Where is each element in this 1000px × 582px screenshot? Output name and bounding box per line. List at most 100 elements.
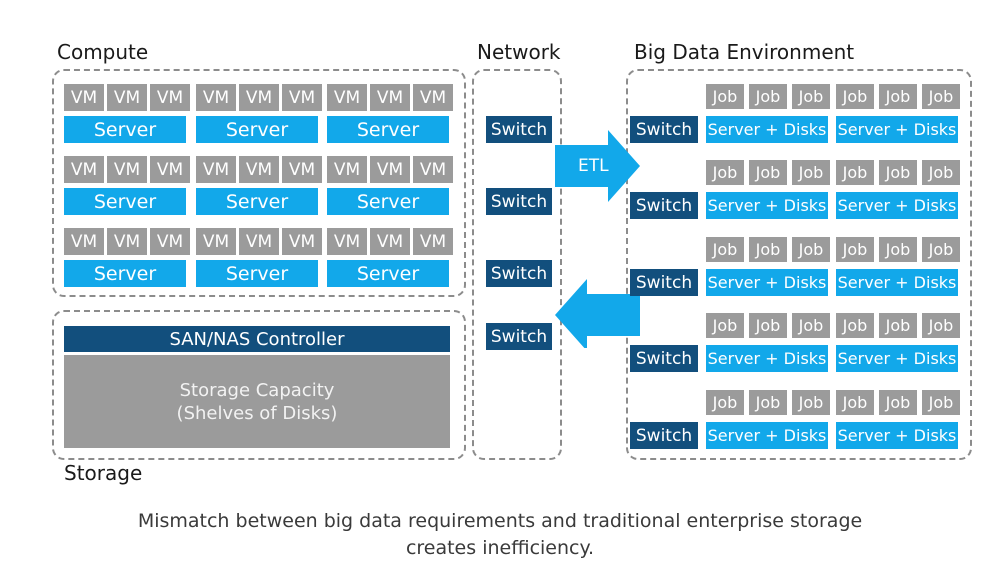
etl-arrow-right: [555, 130, 640, 202]
server-box: Server: [64, 260, 186, 287]
big-data-switch: Switch: [630, 116, 698, 143]
job-box: Job: [922, 313, 960, 338]
job-box: Job: [922, 390, 960, 415]
server-disks-box: Server + Disks: [836, 116, 958, 143]
vm-box: VM: [370, 84, 410, 111]
caption-line1: Mismatch between big data requirements a…: [137, 510, 863, 532]
vm-box: VM: [327, 84, 367, 111]
job-box: Job: [792, 160, 830, 185]
job-box: Job: [922, 84, 960, 109]
vm-box: VM: [282, 228, 322, 255]
network-switch-1: Switch: [486, 116, 552, 143]
network-switch-3: Switch: [486, 260, 552, 287]
server-disks-box: Server + Disks: [836, 269, 958, 296]
server-disks-box: Server + Disks: [706, 422, 828, 449]
vm-box: VM: [107, 84, 147, 111]
vm-box: VM: [196, 84, 236, 111]
vm-box: VM: [150, 156, 190, 183]
job-box: Job: [706, 237, 744, 262]
job-box: Job: [792, 313, 830, 338]
server-disks-box: Server + Disks: [836, 192, 958, 219]
vm-box: VM: [196, 228, 236, 255]
job-box: Job: [836, 313, 874, 338]
server-disks-box: Server + Disks: [836, 422, 958, 449]
job-box: Job: [792, 237, 830, 262]
server-box: Server: [327, 260, 449, 287]
vm-box: VM: [196, 156, 236, 183]
big-data-title: Big Data Environment: [634, 40, 855, 64]
storage-capacity: Storage Capacity (Shelves of Disks): [64, 355, 450, 448]
job-box: Job: [836, 84, 874, 109]
job-box: Job: [706, 390, 744, 415]
vm-box: VM: [150, 84, 190, 111]
vm-box: VM: [370, 228, 410, 255]
vm-box: VM: [327, 228, 367, 255]
job-box: Job: [922, 160, 960, 185]
big-data-group: [626, 69, 972, 460]
storage-group: [52, 310, 466, 460]
vm-box: VM: [150, 228, 190, 255]
big-data-switch: Switch: [630, 422, 698, 449]
vm-box: VM: [370, 156, 410, 183]
job-box: Job: [879, 237, 917, 262]
vm-box: VM: [64, 156, 104, 183]
server-box: Server: [327, 188, 449, 215]
vm-box: VM: [282, 84, 322, 111]
job-box: Job: [792, 390, 830, 415]
job-box: Job: [836, 160, 874, 185]
vm-box: VM: [413, 228, 453, 255]
server-disks-box: Server + Disks: [836, 345, 958, 372]
vm-box: VM: [107, 228, 147, 255]
job-box: Job: [749, 390, 787, 415]
network-switch-2: Switch: [486, 188, 552, 215]
job-box: Job: [749, 313, 787, 338]
server-disks-box: Server + Disks: [706, 345, 828, 372]
job-box: Job: [879, 160, 917, 185]
job-box: Job: [749, 237, 787, 262]
server-box: Server: [64, 116, 186, 143]
compute-group: [52, 69, 466, 297]
server-disks-box: Server + Disks: [706, 116, 828, 143]
vm-box: VM: [282, 156, 322, 183]
big-data-switch: Switch: [630, 192, 698, 219]
network-title: Network: [477, 40, 561, 64]
vm-box: VM: [64, 228, 104, 255]
arrow-left: [555, 279, 640, 348]
server-disks-box: Server + Disks: [706, 192, 828, 219]
job-box: Job: [706, 313, 744, 338]
server-box: Server: [64, 188, 186, 215]
big-data-switch: Switch: [630, 345, 698, 372]
job-box: Job: [749, 84, 787, 109]
job-box: Job: [706, 84, 744, 109]
job-box: Job: [879, 313, 917, 338]
server-box: Server: [327, 116, 449, 143]
vm-box: VM: [413, 156, 453, 183]
network-group: [472, 69, 562, 460]
vm-box: VM: [239, 156, 279, 183]
san-nas-controller: SAN/NAS Controller: [64, 326, 450, 352]
job-box: Job: [836, 390, 874, 415]
vm-box: VM: [239, 84, 279, 111]
job-box: Job: [749, 160, 787, 185]
storage-title: Storage: [64, 461, 143, 485]
job-box: Job: [836, 237, 874, 262]
etl-label: ETL: [578, 156, 609, 176]
vm-box: VM: [413, 84, 453, 111]
caption-line2: creates inefficiency.: [405, 537, 595, 559]
job-box: Job: [706, 160, 744, 185]
job-box: Job: [879, 84, 917, 109]
job-box: Job: [922, 237, 960, 262]
vm-box: VM: [327, 156, 367, 183]
network-switch-4: Switch: [486, 323, 552, 350]
server-box: Server: [196, 116, 318, 143]
server-box: Server: [196, 260, 318, 287]
storage-capacity-line2: (Shelves of Disks): [176, 402, 338, 424]
big-data-switch: Switch: [630, 269, 698, 296]
compute-title: Compute: [57, 40, 149, 64]
job-box: Job: [879, 390, 917, 415]
vm-box: VM: [107, 156, 147, 183]
server-disks-box: Server + Disks: [706, 269, 828, 296]
server-box: Server: [196, 188, 318, 215]
figure-caption: Mismatch between big data requirements a…: [0, 508, 1000, 562]
vm-box: VM: [64, 84, 104, 111]
